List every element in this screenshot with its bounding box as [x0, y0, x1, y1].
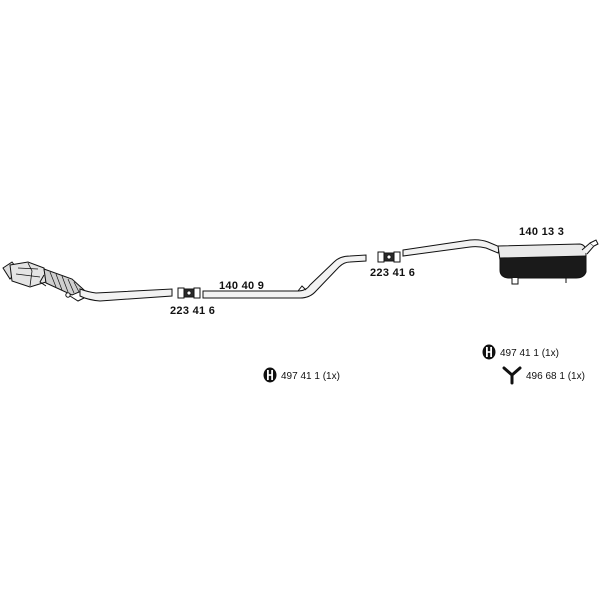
label-connector-rear: 223 41 6: [370, 267, 415, 279]
center-pipe: [202, 254, 367, 299]
label-center-pipe: 140 40 9: [219, 280, 264, 292]
connector-front: [177, 287, 201, 299]
legend-mount-rear: 497 41 1 (1x): [500, 348, 559, 359]
front-pipe: [79, 288, 173, 302]
legend-hanger-rear: 496 68 1 (1x): [526, 371, 585, 382]
label-rear-muffler: 140 13 3: [519, 226, 564, 238]
hanger-icon: [502, 366, 522, 385]
rear-muffler: [497, 239, 599, 285]
connector-rear: [377, 251, 401, 263]
rear-pipe: [402, 239, 501, 257]
legend-mount-center: 497 41 1 (1x): [281, 371, 340, 382]
rubber-mount-icon: [482, 344, 496, 360]
label-connector-front: 223 41 6: [170, 305, 215, 317]
catalytic-converter: [2, 261, 85, 302]
rubber-mount-icon: [263, 367, 277, 383]
